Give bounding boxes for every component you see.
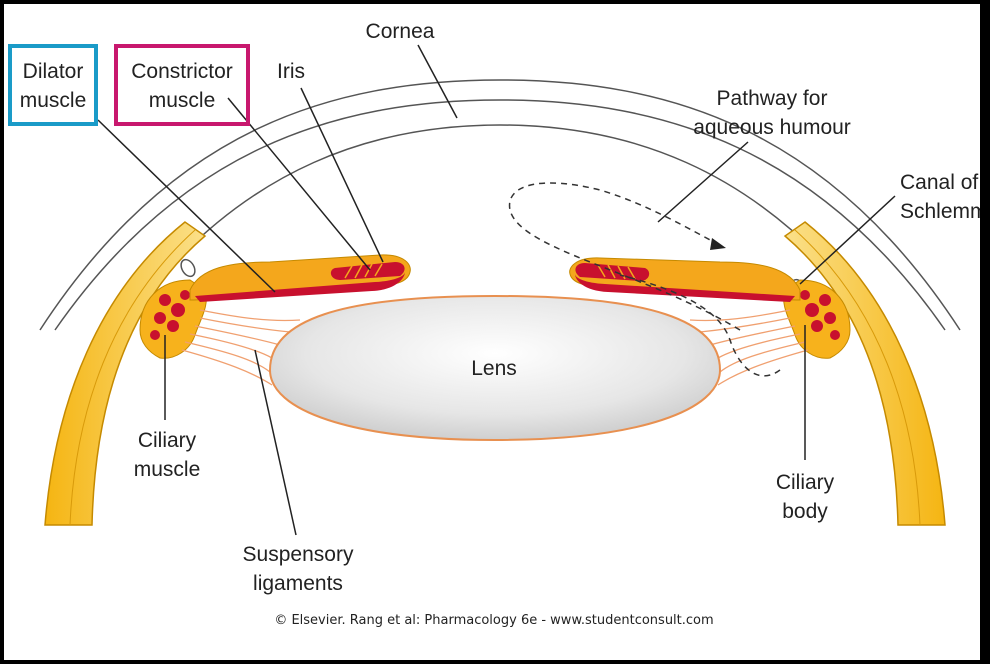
label-ciliary-muscle-line1: Ciliary [138,429,197,452]
label-suspensory-line2: ligaments [253,572,343,595]
label-constrictor-line1: Constrictor [131,60,233,83]
iris-right [570,258,800,302]
label-ciliary-muscle-line2: muscle [134,458,201,481]
label-aqueous-line2: aqueous humour [693,116,851,139]
leader-aqueous [658,142,748,222]
label-cornea: Cornea [366,20,435,43]
label-iris: Iris [277,60,305,83]
constrictor-highlight-box [116,46,248,124]
label-dilator-line1: Dilator [23,60,84,83]
dilator-highlight-box [10,46,96,124]
label-canal-line2: Schlemm [900,200,988,223]
canal-of-schlemm-left [178,257,197,279]
label-canal-line1: Canal of [900,171,978,194]
label-ciliary-body-line1: Ciliary [776,471,835,494]
label-dilator-line2: muscle [20,89,87,112]
label-constrictor-line2: muscle [149,89,216,112]
label-ciliary-body-line2: body [782,500,828,523]
iris-left [190,255,410,302]
label-aqueous-line1: Pathway for [717,87,828,110]
label-suspensory-line1: Suspensory [243,543,354,566]
label-lens: Lens [471,357,517,380]
copyright-credit: © Elsevier. Rang et al: Pharmacology 6e … [274,613,713,628]
